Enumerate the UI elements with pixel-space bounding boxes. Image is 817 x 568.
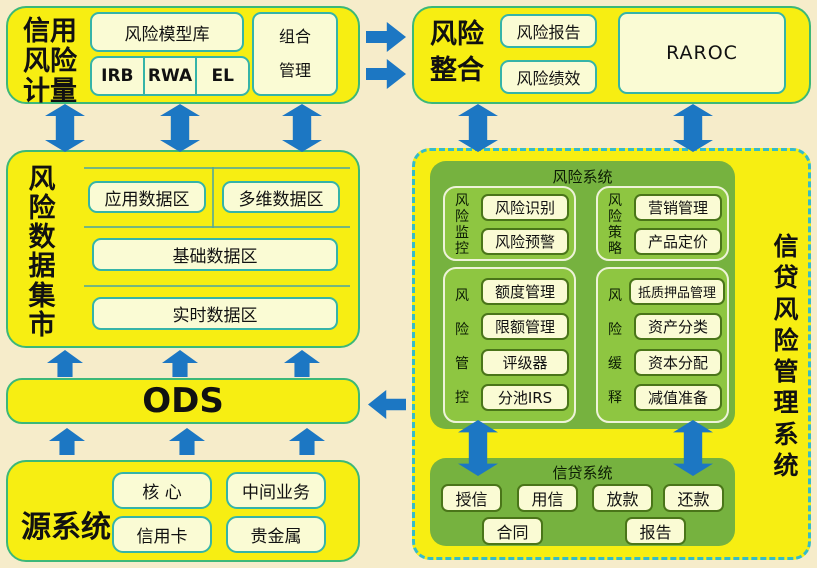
risk-control-label: 风险管控 (455, 288, 469, 406)
risk-report-label: 风险报告 (516, 23, 581, 42)
app-data-zone-box: 应用数据区 (88, 181, 206, 213)
risk-warning-box: 风险预警 (481, 228, 569, 255)
risk-system-title: 风险系统 (552, 168, 613, 186)
double-arrow-icon-5 (673, 104, 713, 152)
risk-performance-box: 风险绩效 (500, 60, 597, 94)
risk-mitigation-label: 风险缓释 (608, 288, 622, 406)
double-arrow-icon-4 (458, 104, 498, 152)
base-data-zone-label: 基础数据区 (172, 247, 258, 267)
pool-irs-box: 分池IRS (481, 384, 569, 411)
risk-model-library-label: 风险模型库 (124, 24, 210, 45)
intermediate-business-box: 中间业务 (226, 472, 326, 509)
right-arrow-icon-2 (366, 59, 406, 89)
collateral-mgmt-box: 抵质押品管理 (629, 278, 725, 305)
credit-risk-measurement-title: 信用风险计量 (23, 16, 77, 108)
divider-line-3 (84, 285, 350, 287)
risk-strategy-group: 风险策略 营销管理 产品定价 (596, 186, 729, 261)
risk-performance-label: 风险绩效 (516, 69, 581, 88)
credit-card-box: 信用卡 (112, 516, 212, 553)
risk-control-group: 风险管控 额度管理 限额管理 评级器 分池IRS (443, 267, 576, 423)
core-system-label: 核 心 (142, 483, 182, 503)
right-arrow-icon-1 (366, 22, 406, 52)
measure-method-cells: IRB RWA EL (90, 56, 250, 96)
intermediate-business-label: 中间业务 (242, 483, 310, 503)
divider-line-2 (84, 226, 350, 228)
credit-system-title: 信贷系统 (552, 464, 613, 482)
contract-box: 合同 (482, 517, 543, 545)
multidim-data-zone-label: 多维数据区 (238, 189, 324, 210)
precious-metal-label: 贵金属 (250, 527, 302, 547)
risk-data-mart-title: 风险数据集市 (28, 164, 56, 341)
report-box: 报告 (625, 517, 686, 545)
limit-mgmt-box: 限额管理 (481, 313, 569, 340)
ods-title: ODS (142, 381, 224, 421)
up-arrow-icon-1 (47, 350, 83, 377)
credit-risk-mgmt-title: 信贷风险管理系统 (773, 232, 799, 480)
up-arrow-icon-6 (289, 428, 325, 455)
double-arrow-icon-1 (45, 104, 85, 152)
core-system-box: 核 心 (112, 472, 212, 509)
left-arrow-icon (368, 390, 406, 419)
up-arrow-icon-2 (162, 350, 198, 377)
risk-integration-title: 风险整合 (430, 19, 484, 87)
rating-engine-box: 评级器 (481, 349, 569, 376)
raroc-label: RAROC (666, 42, 738, 64)
precious-metal-box: 贵金属 (226, 516, 326, 553)
credit-system-panel: 信贷系统 授信 用信 放款 还款 合同 报告 (430, 458, 735, 546)
repayment-box: 还款 (663, 484, 724, 512)
credit-use-box: 用信 (517, 484, 578, 512)
ods-panel: ODS (6, 378, 360, 424)
double-arrow-icon-2 (160, 104, 200, 152)
risk-monitor-group: 风险监控 风险识别 风险预警 (443, 186, 576, 261)
realtime-data-zone-box: 实时数据区 (92, 297, 338, 330)
risk-monitor-label: 风险监控 (455, 193, 469, 257)
raroc-box: RAROC (618, 12, 786, 94)
risk-model-library-box: 风险模型库 (90, 12, 244, 52)
app-data-zone-label: 应用数据区 (104, 189, 190, 210)
credit-card-label: 信用卡 (136, 527, 188, 547)
multidim-data-zone-box: 多维数据区 (222, 181, 340, 213)
loan-disburse-box: 放款 (592, 484, 653, 512)
asset-classify-box: 资产分类 (634, 313, 722, 340)
impairment-box: 减值准备 (634, 384, 722, 411)
divider-line-4 (212, 167, 214, 228)
credit-grant-box: 授信 (441, 484, 502, 512)
realtime-data-zone-label: 实时数据区 (172, 306, 258, 326)
up-arrow-icon-5 (169, 428, 205, 455)
risk-system-panel: 风险系统 风险监控 风险识别 风险预警 风险策略 营销管理 产品定价 风险管控 … (430, 161, 735, 429)
el-cell: EL (195, 58, 248, 94)
product-pricing-box: 产品定价 (634, 228, 722, 255)
capital-alloc-box: 资本分配 (634, 349, 722, 376)
irb-cell: IRB (101, 66, 134, 86)
double-arrow-icon-3 (282, 104, 322, 152)
base-data-zone-box: 基础数据区 (92, 238, 338, 271)
risk-identify-box: 风险识别 (481, 194, 569, 221)
rwa-cell: RWA (142, 58, 196, 94)
up-arrow-icon-3 (284, 350, 320, 377)
portfolio-mgmt-label: 组合管理 (278, 27, 311, 80)
risk-report-box: 风险报告 (500, 14, 597, 48)
quota-mgmt-box: 额度管理 (481, 278, 569, 305)
risk-strategy-label: 风险策略 (608, 193, 622, 257)
marketing-mgmt-box: 营销管理 (634, 194, 722, 221)
up-arrow-icon-4 (49, 428, 85, 455)
source-systems-title: 源系统 (21, 510, 111, 545)
risk-mitigation-group: 风险缓释 抵质押品管理 资产分类 资本分配 减值准备 (596, 267, 729, 423)
divider-line-1 (84, 167, 350, 169)
portfolio-mgmt-box: 组合管理 (252, 12, 338, 96)
